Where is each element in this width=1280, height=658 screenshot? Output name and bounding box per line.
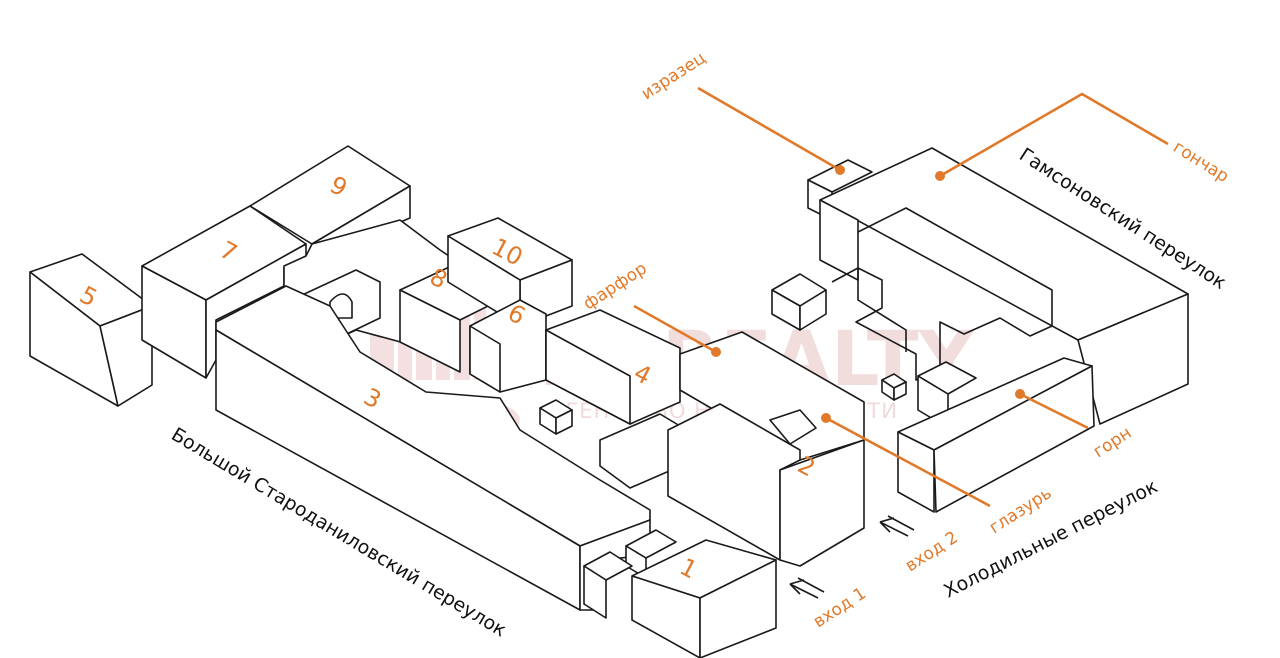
building-5[interactable]: 5 xyxy=(29,253,153,407)
label-farfor: фарфор xyxy=(580,258,651,314)
callouts xyxy=(633,86,1169,508)
entrance-arrow-2 xyxy=(879,515,915,537)
right-complex[interactable] xyxy=(771,147,1189,513)
building-2[interactable]: 2 xyxy=(667,331,865,567)
label-entrance-1: вход 1 xyxy=(810,584,870,633)
small-blocks-near-1 xyxy=(583,529,677,619)
label-gorn: горн xyxy=(1090,423,1135,462)
label-gonchar: гончар xyxy=(1169,137,1232,187)
label-izrazets: изразец xyxy=(638,48,710,104)
small-cube xyxy=(539,399,573,435)
building-7[interactable]: 7 xyxy=(141,205,307,379)
entrance-arrow-1 xyxy=(789,577,825,599)
building-4[interactable]: 4 xyxy=(545,309,681,425)
label-entrance-2: вход 2 xyxy=(902,528,962,577)
building-1[interactable]: 1 xyxy=(631,539,777,658)
building-6[interactable]: 6 xyxy=(469,299,547,393)
